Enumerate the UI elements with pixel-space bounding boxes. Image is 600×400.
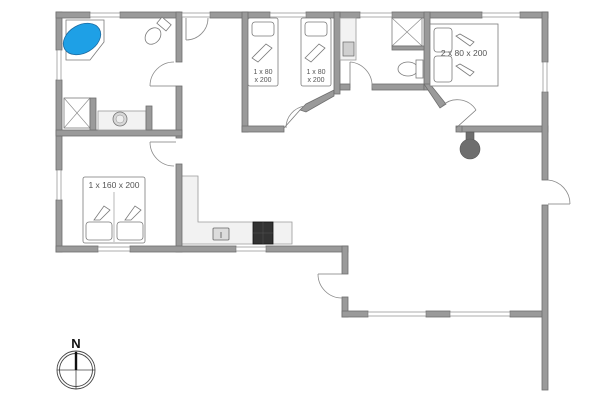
door-bedroom-left xyxy=(149,141,176,167)
door-exterior-bottom xyxy=(317,273,343,299)
shower-small-bath xyxy=(391,17,425,51)
bed-double-left: 1 x 160 x 200 xyxy=(82,176,146,244)
bed-single-1-size: x 200 xyxy=(254,77,271,84)
bed-single-2-label: 1 x 80 xyxy=(306,69,325,76)
compass-north-label: N xyxy=(71,336,80,351)
washbasin-main-bath xyxy=(97,105,153,131)
door-exterior-right xyxy=(547,179,571,205)
door-top-entry xyxy=(185,17,209,41)
toilet-small-bath xyxy=(397,59,424,79)
north-compass: N xyxy=(56,336,96,390)
shower-main-bath xyxy=(63,97,97,131)
bed-double-left-label: 1 x 160 x 200 xyxy=(88,180,139,190)
bed-single-1-label: 1 x 80 xyxy=(253,69,272,76)
walls xyxy=(55,11,549,391)
door-bedroom-right xyxy=(441,99,477,129)
bed-single-2: 1 x 80 x 200 xyxy=(300,17,332,87)
bed-double-right-label: 2 x 80 x 200 xyxy=(441,48,488,58)
toilet-main-bath xyxy=(144,16,172,45)
door-bedroom-twin xyxy=(283,105,306,129)
kitchen-counter xyxy=(179,175,293,245)
stove xyxy=(252,221,274,245)
doors xyxy=(149,17,571,299)
door-bathroom xyxy=(149,61,176,87)
bed-single-1: 1 x 80 x 200 xyxy=(247,17,279,87)
windows xyxy=(56,12,548,317)
wood-stove xyxy=(459,131,481,160)
door-small-bathroom xyxy=(349,61,373,89)
bed-double-right: 2 x 80 x 200 xyxy=(429,23,499,87)
kitchen-sink xyxy=(212,227,230,241)
washbasin-small-bath xyxy=(339,17,357,61)
bed-single-2-size: x 200 xyxy=(307,77,324,84)
spa-bathtub xyxy=(62,19,105,61)
